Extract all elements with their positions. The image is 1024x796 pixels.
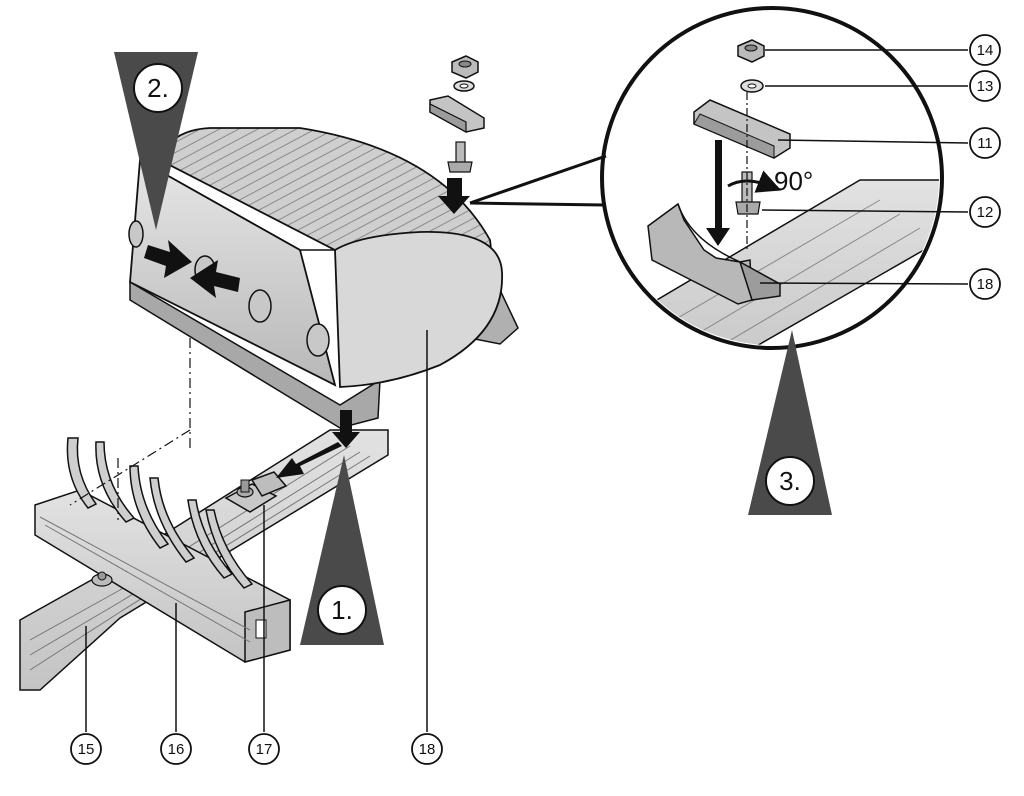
- callout-18-main: 18: [411, 733, 443, 765]
- step-label: 1.: [331, 595, 353, 625]
- cable-gland: [128, 220, 144, 248]
- callout-11: 11: [969, 127, 1001, 159]
- svg-text:18: 18: [419, 741, 436, 758]
- callout-18-detail: 18: [969, 268, 1001, 300]
- step-marker-2: 2.: [114, 52, 198, 230]
- svg-text:13: 13: [977, 78, 994, 95]
- slide-arrows: [276, 410, 360, 478]
- svg-text:14: 14: [977, 42, 994, 59]
- step-label: 3.: [779, 466, 801, 496]
- callout-16: 16: [160, 733, 192, 765]
- callout-15: 15: [70, 733, 102, 765]
- alignment-lines: [69, 318, 191, 520]
- mounting-rail-assembly: [19, 318, 389, 691]
- callout-13: 13: [969, 70, 1001, 102]
- rotation-label: 90°: [774, 166, 813, 196]
- step-marker-1: 1.: [300, 455, 384, 645]
- callout-17: 17: [248, 733, 280, 765]
- svg-text:16: 16: [168, 741, 185, 758]
- svg-text:17: 17: [256, 741, 273, 758]
- cable-gland: [248, 289, 272, 323]
- svg-text:18: 18: [977, 276, 994, 293]
- svg-text:12: 12: [977, 204, 994, 221]
- step-label: 2.: [147, 73, 169, 103]
- svg-text:11: 11: [977, 135, 993, 152]
- exploded-fasteners: [429, 55, 485, 214]
- detail-magnifier: [469, 6, 944, 372]
- callout-12: 12: [969, 196, 1001, 228]
- step-marker-3: 3.: [748, 330, 832, 515]
- cable-clamps: [66, 437, 254, 589]
- svg-text:15: 15: [78, 741, 95, 758]
- control-housing-18: [128, 127, 519, 429]
- squeeze-arrows: [144, 240, 240, 298]
- leader-lines: [85, 49, 969, 732]
- cable-gland: [306, 323, 330, 357]
- callout-14: 14: [969, 34, 1001, 66]
- rail-clamp-17: [224, 471, 288, 513]
